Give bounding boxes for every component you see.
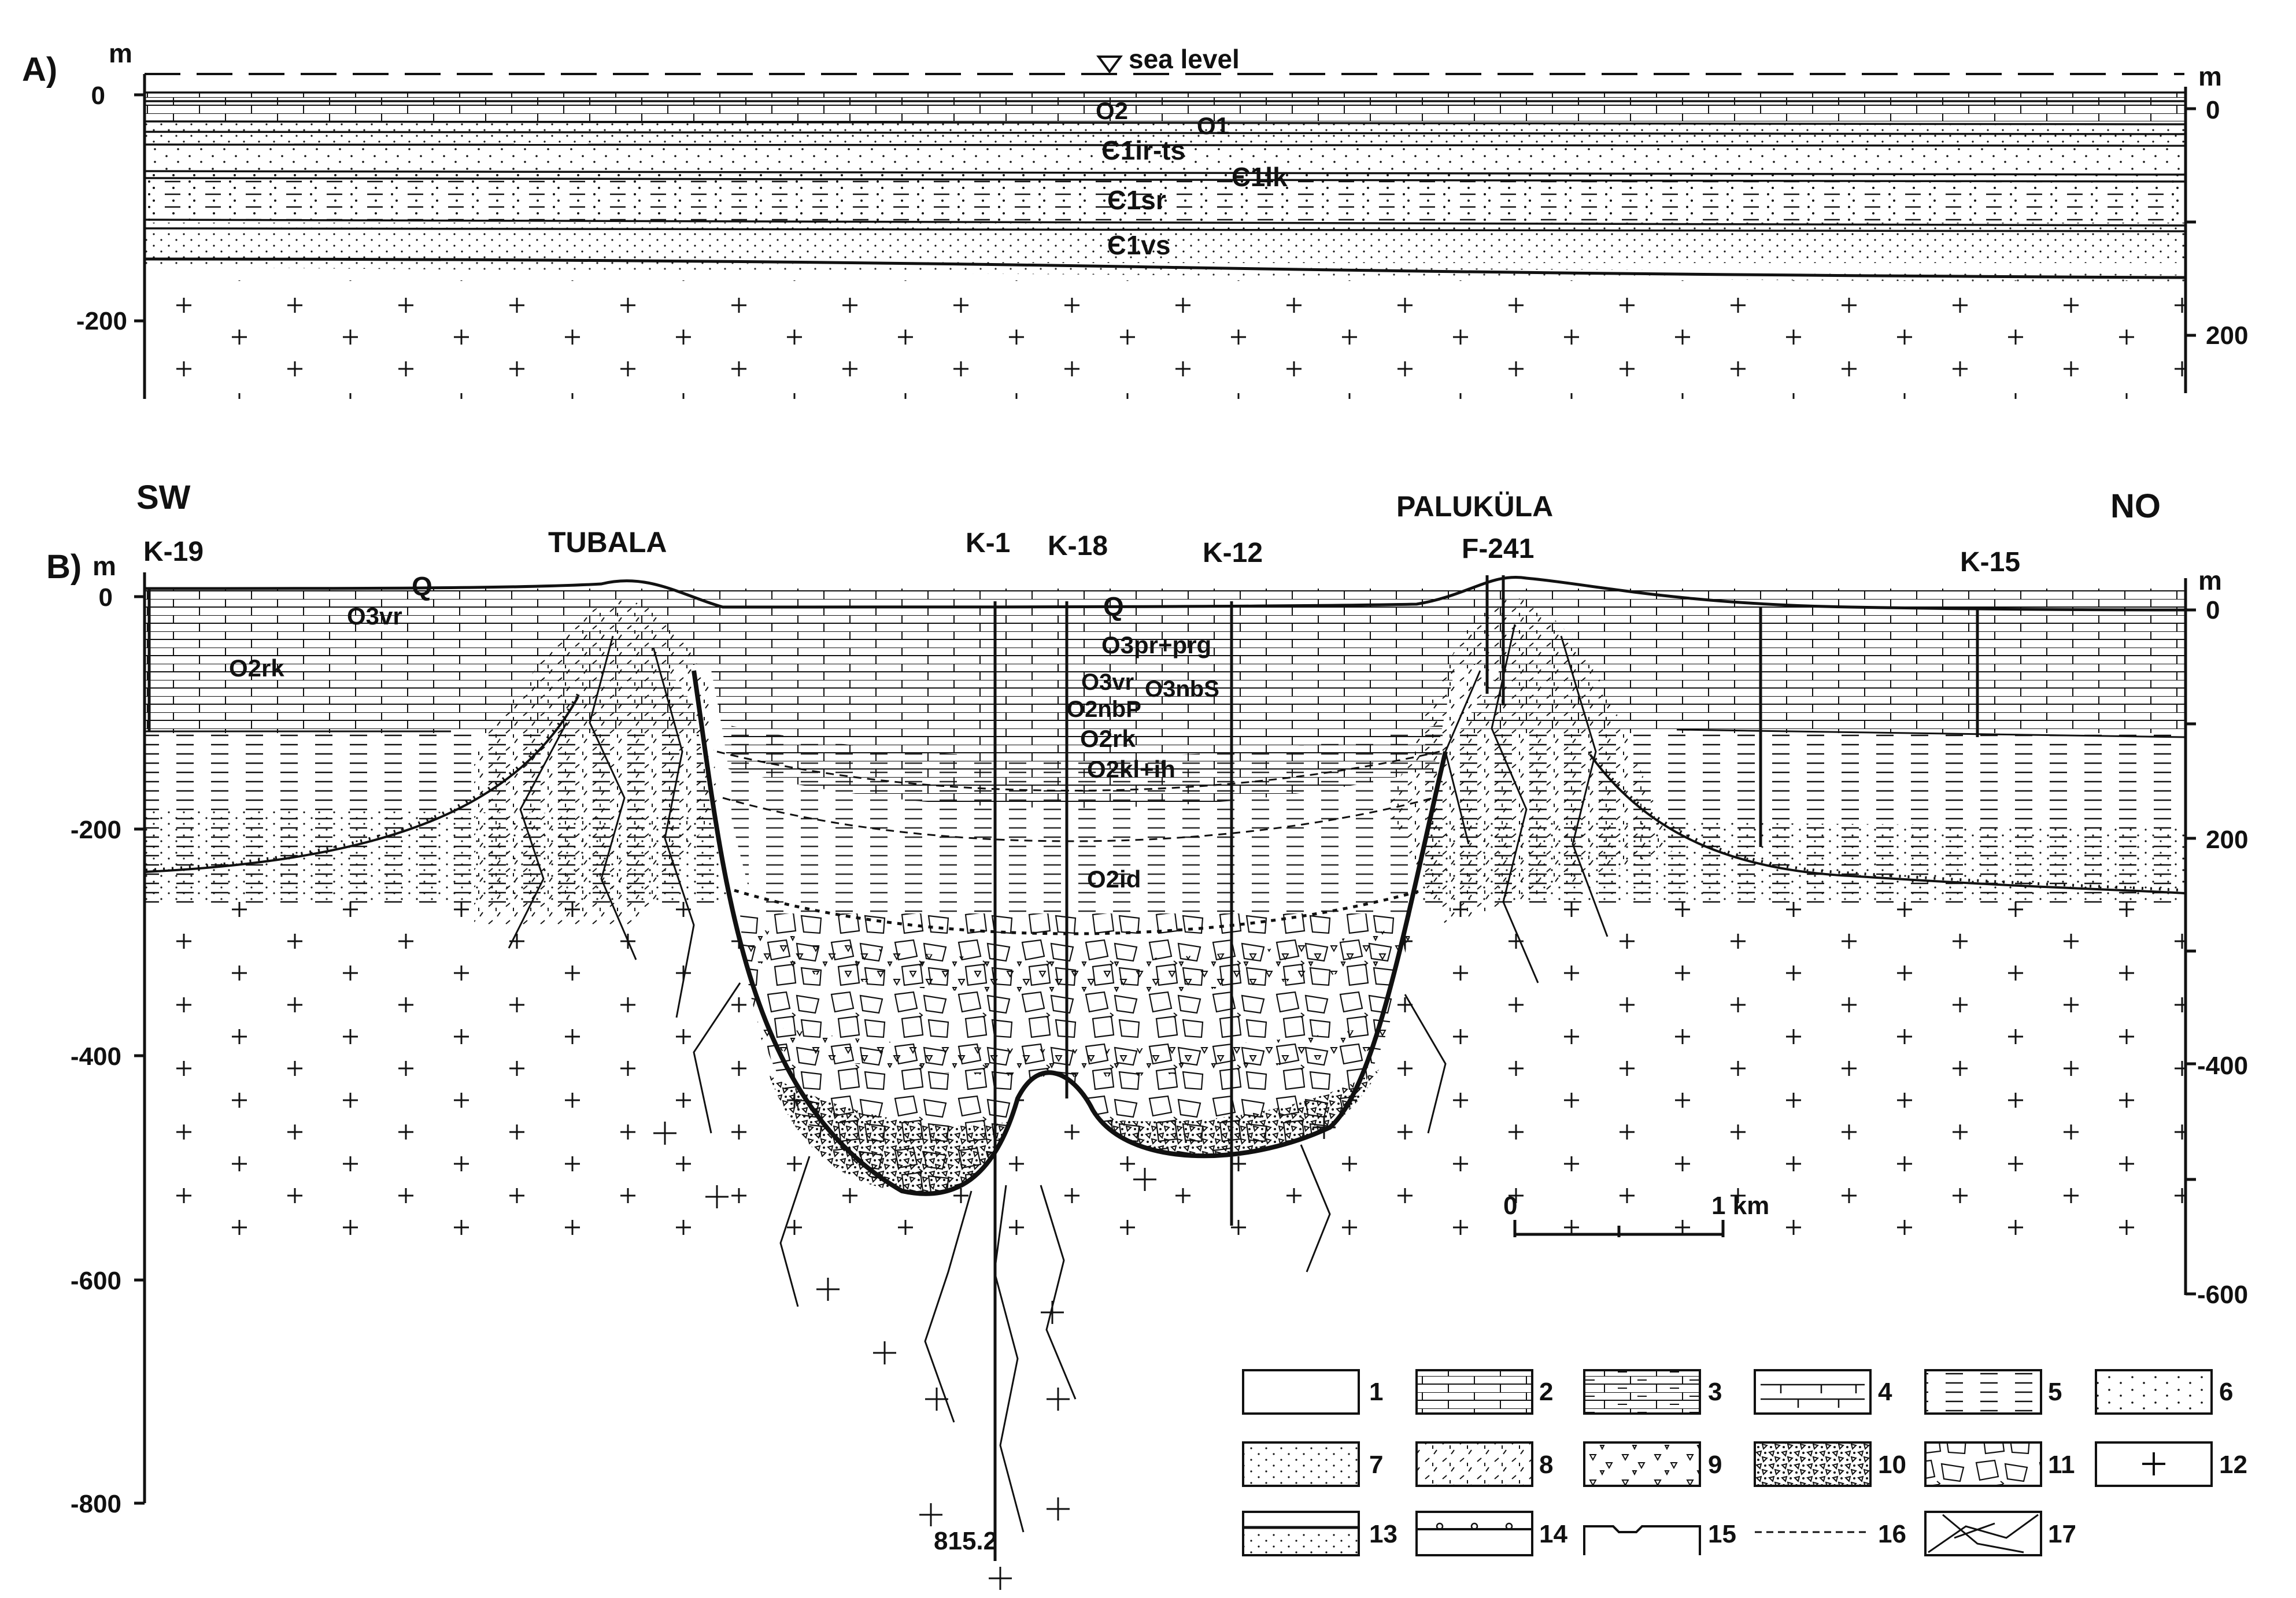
panel-a-tick-200: -200 xyxy=(76,307,127,335)
well-label-k15: K-15 xyxy=(1960,547,2020,578)
legend-swatch-8 xyxy=(1415,1441,1533,1487)
legend-swatch-10 xyxy=(1754,1441,1872,1487)
panel-b-tick-800: -800 xyxy=(71,1490,121,1518)
well-label-k12: K-12 xyxy=(1203,538,1263,568)
scale-bar-end: 1 km xyxy=(1711,1192,1769,1220)
well-label-k1: K-1 xyxy=(966,528,1010,558)
unit-o1: O1 xyxy=(1197,112,1229,139)
unit-o3nbs: O3nbS xyxy=(1145,676,1219,702)
legend-label-16: 16 xyxy=(1878,1520,1906,1548)
scale-bar-start: 0 xyxy=(1503,1192,1517,1220)
legend-swatch-17 xyxy=(1924,1511,2042,1556)
legend-swatch-4 xyxy=(1754,1369,1872,1415)
palukula-rim xyxy=(1388,597,1677,925)
panel-b-right-tick-600: -600 xyxy=(2197,1281,2248,1309)
legend-label-13: 13 xyxy=(1369,1520,1397,1548)
legend-label-11: 11 xyxy=(2048,1451,2075,1479)
panel-b-unit-left: m xyxy=(93,551,116,581)
legend-label-3: 3 xyxy=(1708,1378,1722,1406)
panel-b-letter: B) xyxy=(46,548,82,586)
crater-structure xyxy=(665,590,1503,1196)
panel-a-right-tick-200: 200 xyxy=(2206,321,2248,350)
unit-e1lk: Є1lk xyxy=(1232,162,1288,192)
legend-label-4: 4 xyxy=(1878,1378,1892,1406)
unit-o2rk-left: O2rk xyxy=(229,654,284,682)
legend-label-6: 6 xyxy=(2219,1378,2233,1406)
panel-a-letter: A) xyxy=(22,51,57,88)
unit-e1vs: Є1vs xyxy=(1107,230,1170,260)
panel-a: A) m m sea level xyxy=(22,38,2248,399)
well-depth-label: 815.2 xyxy=(934,1527,997,1555)
unit-o3pr-prg: O3pr+prg xyxy=(1101,631,1211,659)
panel-b-tick-0: 0 xyxy=(99,583,113,612)
legend-label-1: 1 xyxy=(1369,1378,1383,1406)
legend-swatch-9 xyxy=(1583,1441,1701,1487)
legend-swatch-15 xyxy=(1583,1525,1701,1555)
panel-b-unit-right: m xyxy=(2198,565,2222,595)
deep-cross-marks xyxy=(653,1116,1336,1590)
legend-label-14: 14 xyxy=(1539,1520,1567,1548)
unit-o2rk-center: O2rk xyxy=(1080,725,1136,752)
legend-swatch-6 xyxy=(2095,1369,2213,1415)
legend-label-9: 9 xyxy=(1708,1451,1722,1479)
tubala-rim xyxy=(474,600,717,925)
scale-bar xyxy=(1513,1220,1725,1237)
legend-swatch-2 xyxy=(1415,1369,1533,1415)
sea-level-label: sea level xyxy=(1129,44,1240,74)
well-label-k19: K-19 xyxy=(143,537,204,567)
panel-b-right-tick-200: 200 xyxy=(2206,826,2248,854)
sea-level-icon xyxy=(1096,56,1123,74)
legend-swatch-11 xyxy=(1924,1441,2042,1487)
panel-b-tick-600: -600 xyxy=(71,1267,121,1295)
legend-swatch-7 xyxy=(1242,1441,1360,1487)
legend-label-17: 17 xyxy=(2048,1520,2076,1548)
panel-a-tick-0: 0 xyxy=(91,82,105,110)
legend-label-5: 5 xyxy=(2048,1378,2062,1406)
unit-o3vr-left: O3vr xyxy=(347,602,402,630)
panel-a-right-tick-0: 0 xyxy=(2206,96,2220,124)
unit-o2id: O2id xyxy=(1087,865,1141,893)
legend-swatch-5 xyxy=(1924,1369,2042,1415)
legend: 1 2 3 4 5 6 7 8 9 10 11 12 xyxy=(1242,1369,2247,1556)
panel-b-right-tick-400: -400 xyxy=(2197,1052,2248,1080)
legend-swatch-1 xyxy=(1242,1369,1360,1415)
legend-label-2: 2 xyxy=(1539,1378,1553,1406)
legend-label-15: 15 xyxy=(1708,1520,1736,1548)
unit-o3vr-center: O3vr xyxy=(1081,669,1134,695)
legend-label-10: 10 xyxy=(1878,1451,1906,1479)
place-palukula: PALUKÜLA xyxy=(1396,490,1553,523)
direction-no: NO xyxy=(2110,487,2161,525)
unit-o2kl-ih: O2kl+ih xyxy=(1087,756,1175,783)
legend-label-12: 12 xyxy=(2219,1451,2247,1479)
unit-o2: O2 xyxy=(1096,97,1128,124)
legend-swatch-12 xyxy=(2095,1441,2213,1487)
legend-swatch-3 xyxy=(1583,1369,1701,1415)
panel-a-unit-right: m xyxy=(2198,61,2222,91)
panel-b-right-tick-0: 0 xyxy=(2206,596,2220,624)
legend-swatch-14 xyxy=(1415,1511,1533,1556)
panel-b-tick-200: -200 xyxy=(71,816,121,844)
direction-sw: SW xyxy=(136,479,191,516)
well-lines xyxy=(147,575,1979,1561)
panel-b-tick-400: -400 xyxy=(71,1042,121,1071)
unit-o2nbp: O2nbP xyxy=(1067,697,1141,722)
unit-q-left: Q xyxy=(412,571,432,601)
unit-e1ir-ts: Є1ir-ts xyxy=(1101,135,1185,165)
well-label-f241: F-241 xyxy=(1462,534,1534,564)
well-label-k18: K-18 xyxy=(1048,531,1108,561)
panel-a-unit-left: m xyxy=(109,38,132,68)
legend-label-8: 8 xyxy=(1539,1451,1553,1479)
legend-label-7: 7 xyxy=(1369,1451,1383,1479)
unit-q-center: Q xyxy=(1103,591,1124,622)
legend-swatch-13 xyxy=(1242,1511,1360,1556)
panel-b: SW NO B) m m TUBALA PALUKÜLA K-19 K-1 K-… xyxy=(46,479,2248,1590)
unit-e1sr: Є1sr xyxy=(1107,185,1166,215)
place-tubala: TUBALA xyxy=(548,526,667,558)
